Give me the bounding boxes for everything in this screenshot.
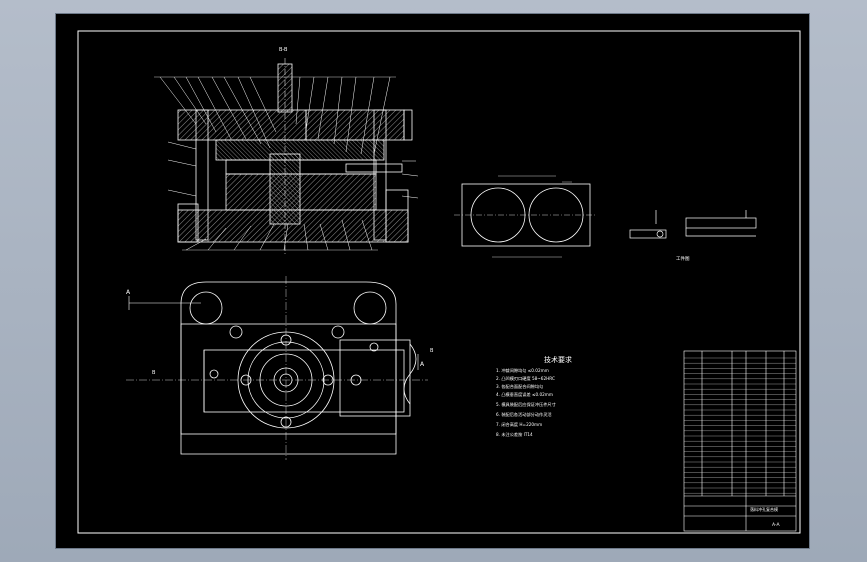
- section-marker-a-right: A: [420, 361, 425, 368]
- section-marker-b-left: B: [152, 370, 156, 376]
- lower-base-right: [385, 189, 409, 243]
- workpiece-label: 工件图: [676, 255, 690, 262]
- cad-model-space[interactable]: B-B: [56, 14, 809, 548]
- tech-line-4: 4. 凸模垂直度误差 ≤0.02mm: [496, 391, 553, 398]
- upper-bolster: [177, 109, 307, 141]
- lower-bolster: [177, 209, 409, 243]
- title-block-drawing-no: A-A: [772, 522, 781, 528]
- tech-line-2: 2. 凸凹模刃口硬度 58~62HRC: [496, 375, 555, 382]
- strip-feed: [345, 163, 403, 173]
- section-marker-a-left: A: [126, 289, 131, 296]
- title-block: [683, 350, 797, 532]
- tech-line-6: 6. 装配后各活动部分动作灵活: [496, 411, 552, 418]
- tech-line-7: 7. 闭合高度 H=220mm: [496, 421, 542, 428]
- cad-drawing-canvas[interactable]: B-B: [56, 14, 809, 548]
- title-block-drawing-name: 落料冲孔复合模: [750, 506, 778, 512]
- plan-centerlines: [126, 276, 428, 460]
- upper-pad: [403, 109, 413, 141]
- section-title-label: B-B: [279, 47, 288, 53]
- inner-frame: [77, 30, 801, 534]
- tech-requirements-block: 技术要求 1. 冲裁间隙均匀 ≤0.02mm 2. 凸凹模刃口硬度 58~62H…: [496, 355, 572, 438]
- upper-bolster-right: [305, 109, 405, 141]
- section-view: B-B: [154, 47, 419, 254]
- tech-line-3: 3. 各配合面配合间隙均匀: [496, 383, 543, 390]
- tech-line-5: 5. 模具装配后应保证冲压件尺寸: [496, 401, 556, 408]
- section-marker-b-right: B: [430, 348, 434, 354]
- tech-requirements-title: 技术要求: [544, 355, 572, 364]
- section-cut-markers: [128, 296, 419, 370]
- tech-line-1: 1. 冲裁间隙均匀 ≤0.02mm: [496, 367, 549, 374]
- callout-leaders: [159, 76, 419, 251]
- plan-view: [180, 281, 417, 455]
- outer-frame: [77, 30, 801, 534]
- strip-layout: [454, 175, 596, 258]
- bom-rows: [684, 357, 796, 494]
- lower-base-step: [177, 203, 199, 243]
- tech-line-8: 8. 未注公差按 IT14: [496, 431, 533, 438]
- die-block: [225, 173, 377, 211]
- workpiece-drawing: [629, 210, 757, 239]
